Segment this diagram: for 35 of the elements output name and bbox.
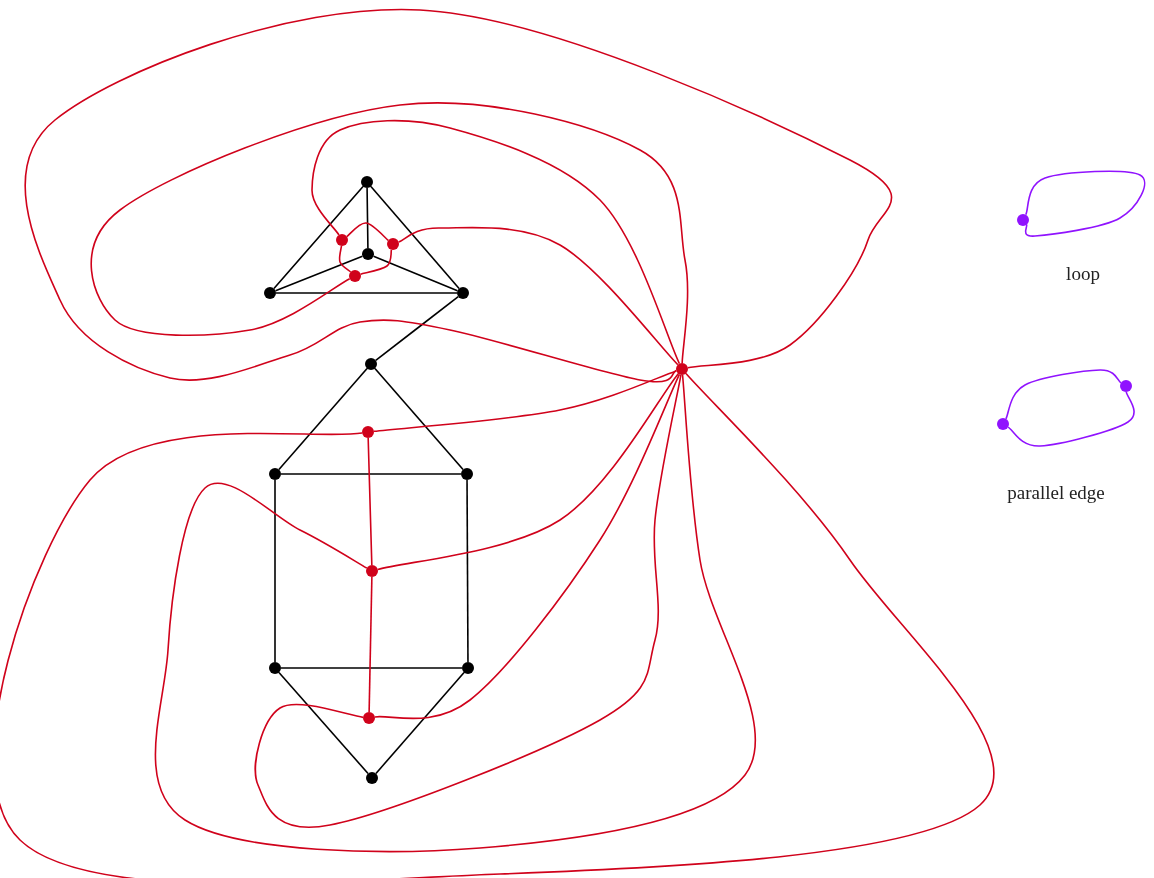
graph-edge — [367, 437, 373, 566]
legend-caption: loop — [1066, 261, 1100, 286]
graph-edge — [359, 249, 393, 275]
graph-edge — [275, 292, 458, 294]
graph-edge — [338, 245, 352, 273]
graph-edge — [278, 671, 369, 775]
graph-edge — [278, 367, 368, 471]
graph-edge — [274, 479, 276, 663]
graph-edge — [374, 295, 460, 362]
graph-edge — [254, 374, 682, 828]
graph-edge — [154, 374, 756, 853]
graph-edge — [373, 370, 678, 433]
graph-edge — [280, 667, 463, 669]
legend-caption: parallel edge — [1007, 480, 1105, 505]
graph-edge — [346, 222, 390, 242]
graph-edge — [368, 576, 373, 713]
graph-edge — [0, 372, 995, 878]
graph-edge — [1007, 391, 1135, 447]
graph-edge — [372, 255, 459, 292]
graph-edge — [311, 119, 681, 365]
graph-edge — [370, 185, 460, 290]
graph-edge — [90, 102, 689, 364]
graph-edge — [280, 473, 462, 475]
graph-edge — [466, 479, 469, 663]
graph-edge — [273, 185, 364, 290]
graph-edge — [374, 367, 464, 471]
graph-edge — [274, 255, 364, 292]
graph-edge — [24, 9, 893, 383]
graph-edge — [397, 226, 679, 366]
graph-edge — [1005, 369, 1122, 420]
graph-edge — [374, 373, 681, 720]
graph-edge — [377, 372, 680, 571]
graph-edge — [375, 671, 465, 775]
graph-edge — [1024, 170, 1146, 237]
graph-edge — [366, 187, 369, 249]
